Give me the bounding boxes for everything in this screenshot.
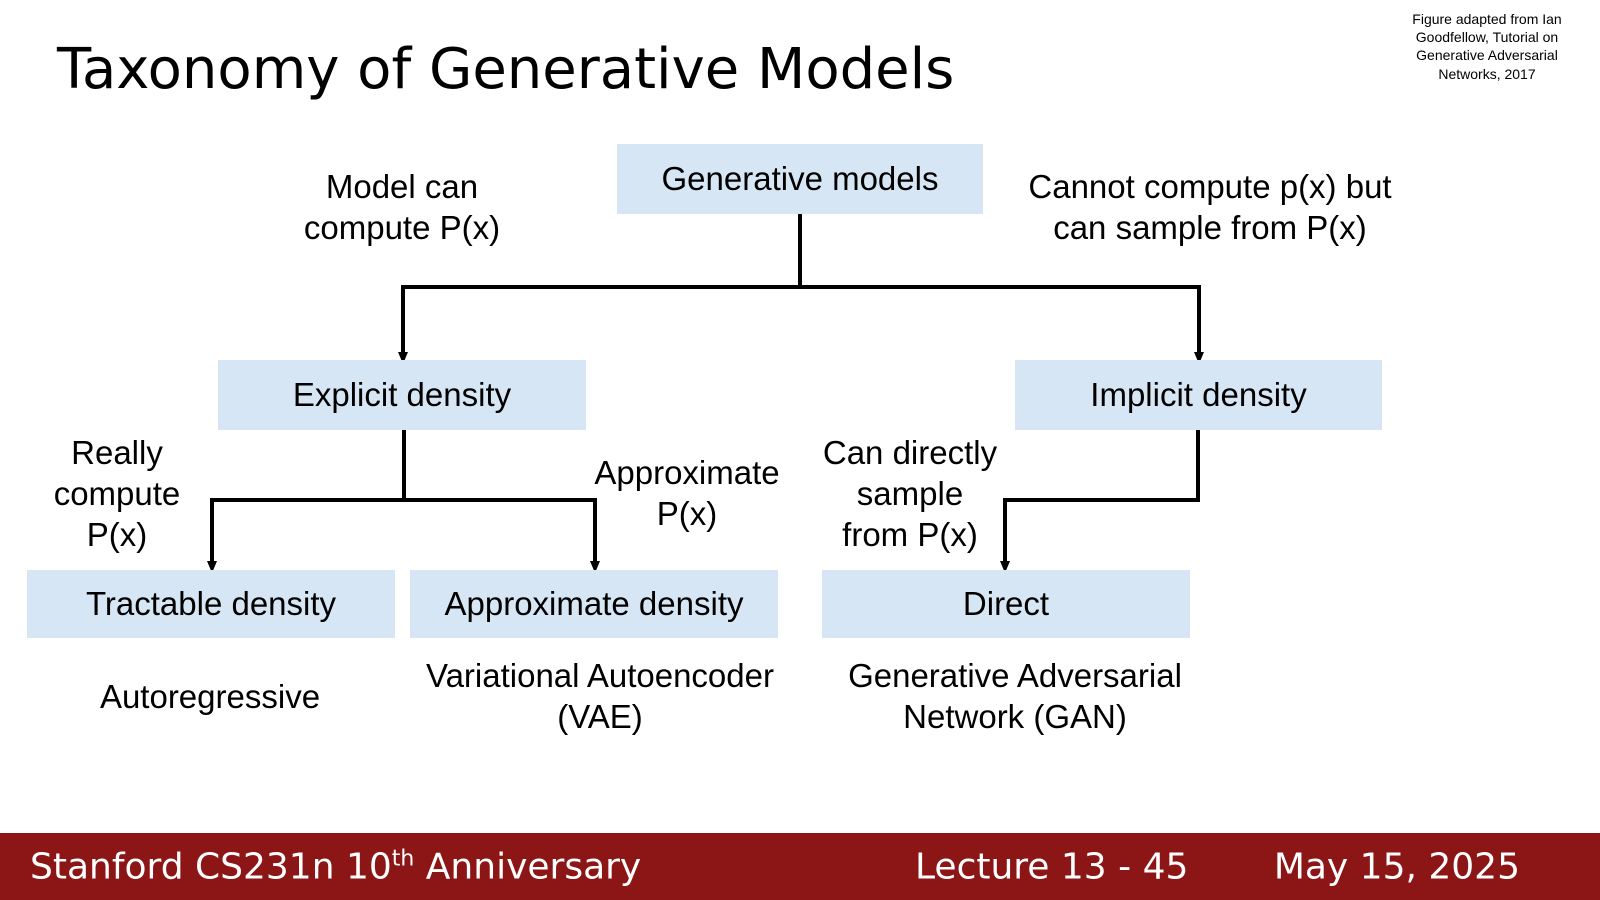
footer-date: May 15, 2025: [1273, 846, 1520, 887]
node-tractable-density: Tractable density: [27, 570, 395, 638]
node-explicit-density: Explicit density: [218, 360, 586, 430]
footer-lecture: Lecture 13 - 45: [915, 846, 1189, 887]
footer-course: Stanford CS231n 10th Anniversary: [30, 846, 642, 887]
example-autoregressive: Autoregressive: [99, 678, 321, 715]
connector-explicit-to-tractable: [212, 430, 406, 567]
connector-explicit-to-approximate: [404, 498, 595, 567]
edge-label-explicit: Model can compute P(x): [303, 168, 501, 246]
connector-implicit-to-direct: [1005, 430, 1200, 567]
figure-citation: Figure adapted from Ian Goodfellow, Tuto…: [1412, 11, 1562, 82]
edge-label-direct: Can directly sample from P(x): [822, 434, 998, 553]
edge-label-approximate: Approximate P(x): [594, 454, 780, 532]
node-direct: Direct: [822, 570, 1190, 638]
edge-label-implicit: Cannot compute p(x) but can sample from …: [1028, 168, 1392, 246]
example-vae: Variational Autoencoder (VAE): [426, 657, 774, 735]
edge-label-tractable: Really compute P(x): [53, 434, 181, 553]
connector-root-to-implicit: [800, 285, 1199, 358]
slide-title: Taxonomy of Generative Models: [57, 37, 955, 102]
node-approximate-density: Approximate density: [410, 570, 778, 638]
node-generative-models: Generative models: [617, 144, 983, 214]
slide-footer: Stanford CS231n 10th Anniversary Lecture…: [0, 833, 1600, 900]
node-implicit-density: Implicit density: [1015, 360, 1382, 430]
connector-root-to-explicit: [403, 214, 802, 358]
example-gan: Generative Adversarial Network (GAN): [848, 657, 1182, 735]
